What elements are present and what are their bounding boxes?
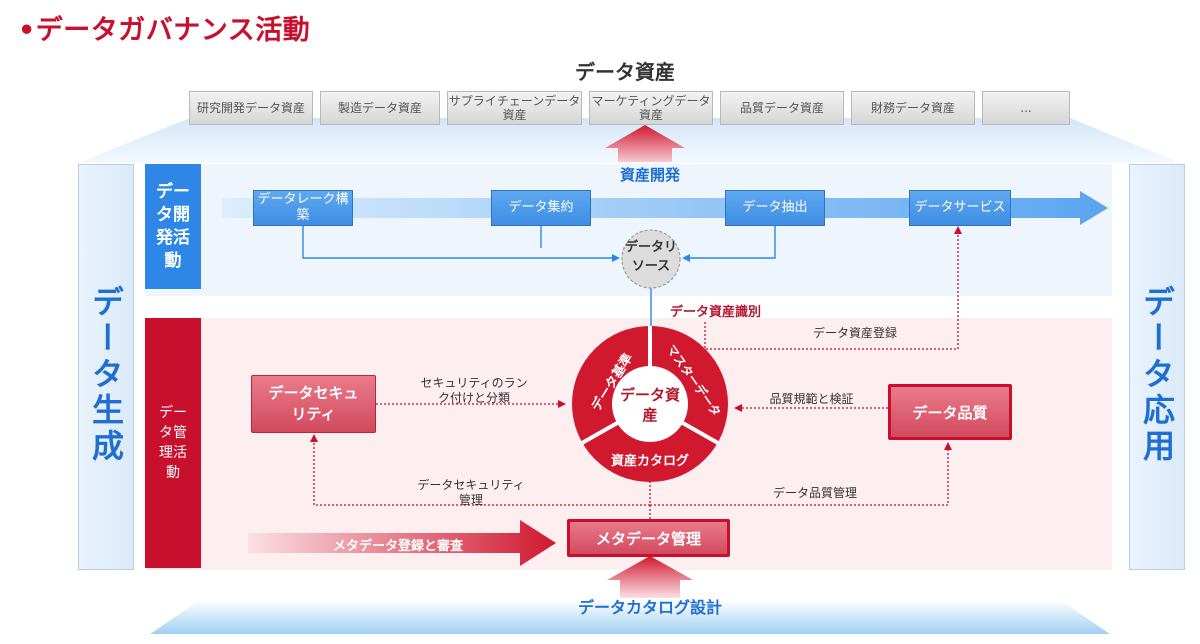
- asset-box-supply-chain: サプライチェーンデータ資産: [447, 91, 582, 125]
- arrowhead: [944, 442, 952, 450]
- catalog-design-arrow: [607, 556, 693, 598]
- metadata-register-arrow: [248, 520, 556, 566]
- quality-mgmt-label: データ品質管理: [772, 486, 857, 500]
- security-mgmt-label: データセキュリティ管理: [417, 478, 525, 507]
- connector-register-service: [704, 232, 959, 350]
- data-resource-label: データリソース: [625, 240, 678, 274]
- arrowhead: [954, 226, 962, 234]
- asset-box-marketing: マーケティングデータ資産: [589, 91, 713, 125]
- data-lake-box: データレーク構築: [253, 190, 353, 226]
- arrowhead: [682, 254, 690, 262]
- asset-box-quality: 品質データ資産: [720, 91, 844, 125]
- data-security-box: データセキュリティ: [251, 375, 376, 433]
- ring-segment-catalog: 資産カタログ: [610, 454, 689, 469]
- data-application-column: データ応用: [1129, 164, 1185, 570]
- bottom-platform: [150, 600, 1110, 634]
- asset-development-label: 資産開発: [619, 166, 680, 184]
- connector-extract-resource: [690, 226, 776, 259]
- arrowhead: [310, 434, 318, 442]
- data-generation-label: データ生成: [87, 285, 125, 465]
- development-flow-arrow: [222, 191, 1108, 225]
- security-rank-label: セキュリティのランク付けと分類: [420, 376, 528, 405]
- data-quality-box: データ品質: [888, 384, 1012, 440]
- asset-box-finance: 財務データ資産: [851, 91, 975, 125]
- metadata-management-box: メタデータ管理: [567, 519, 730, 557]
- assets-title: データ資産: [575, 60, 675, 84]
- connector-security-mgmt: [313, 440, 650, 506]
- asset-core-center: [612, 366, 688, 442]
- catalog-design-label: データカタログ設計: [577, 598, 722, 617]
- ring-divider: [680, 420, 719, 445]
- metadata-register-label: メタデータ登録と審査: [332, 539, 463, 554]
- development-activity-label: データ開発活動: [145, 164, 201, 289]
- data-resource-circle: [621, 229, 681, 289]
- asset-register-label: データ資産登録: [812, 326, 897, 340]
- asset-identify-label: データ資産識別: [670, 305, 762, 320]
- data-application-label: データ応用: [1138, 285, 1176, 465]
- asset-box-manufacturing: 製造データ資産: [320, 91, 440, 125]
- data-generation-column: データ生成: [78, 164, 134, 570]
- asset-box-more: ...: [982, 91, 1070, 125]
- asset-development-arrow: [605, 125, 685, 162]
- data-extraction-box: データ抽出: [725, 190, 825, 226]
- arrowhead: [612, 254, 620, 262]
- data-aggregation-box: データ集約: [491, 190, 591, 226]
- connector-lake-resource: [302, 226, 612, 259]
- data-service-box: データサービス: [909, 190, 1011, 226]
- asset-core-label: データ資産: [619, 386, 680, 424]
- arrowhead: [558, 400, 566, 408]
- ring-divider: [581, 420, 620, 445]
- asset-box-rnd: 研究開発データ資産: [189, 91, 313, 125]
- management-activity-label: データ管理活動: [145, 318, 201, 568]
- page-title: •データガバナンス活動: [18, 15, 311, 46]
- arrowhead: [734, 404, 742, 412]
- connector-quality-mgmt: [650, 448, 949, 506]
- quality-rules-label: 品質規範と検証: [769, 392, 854, 406]
